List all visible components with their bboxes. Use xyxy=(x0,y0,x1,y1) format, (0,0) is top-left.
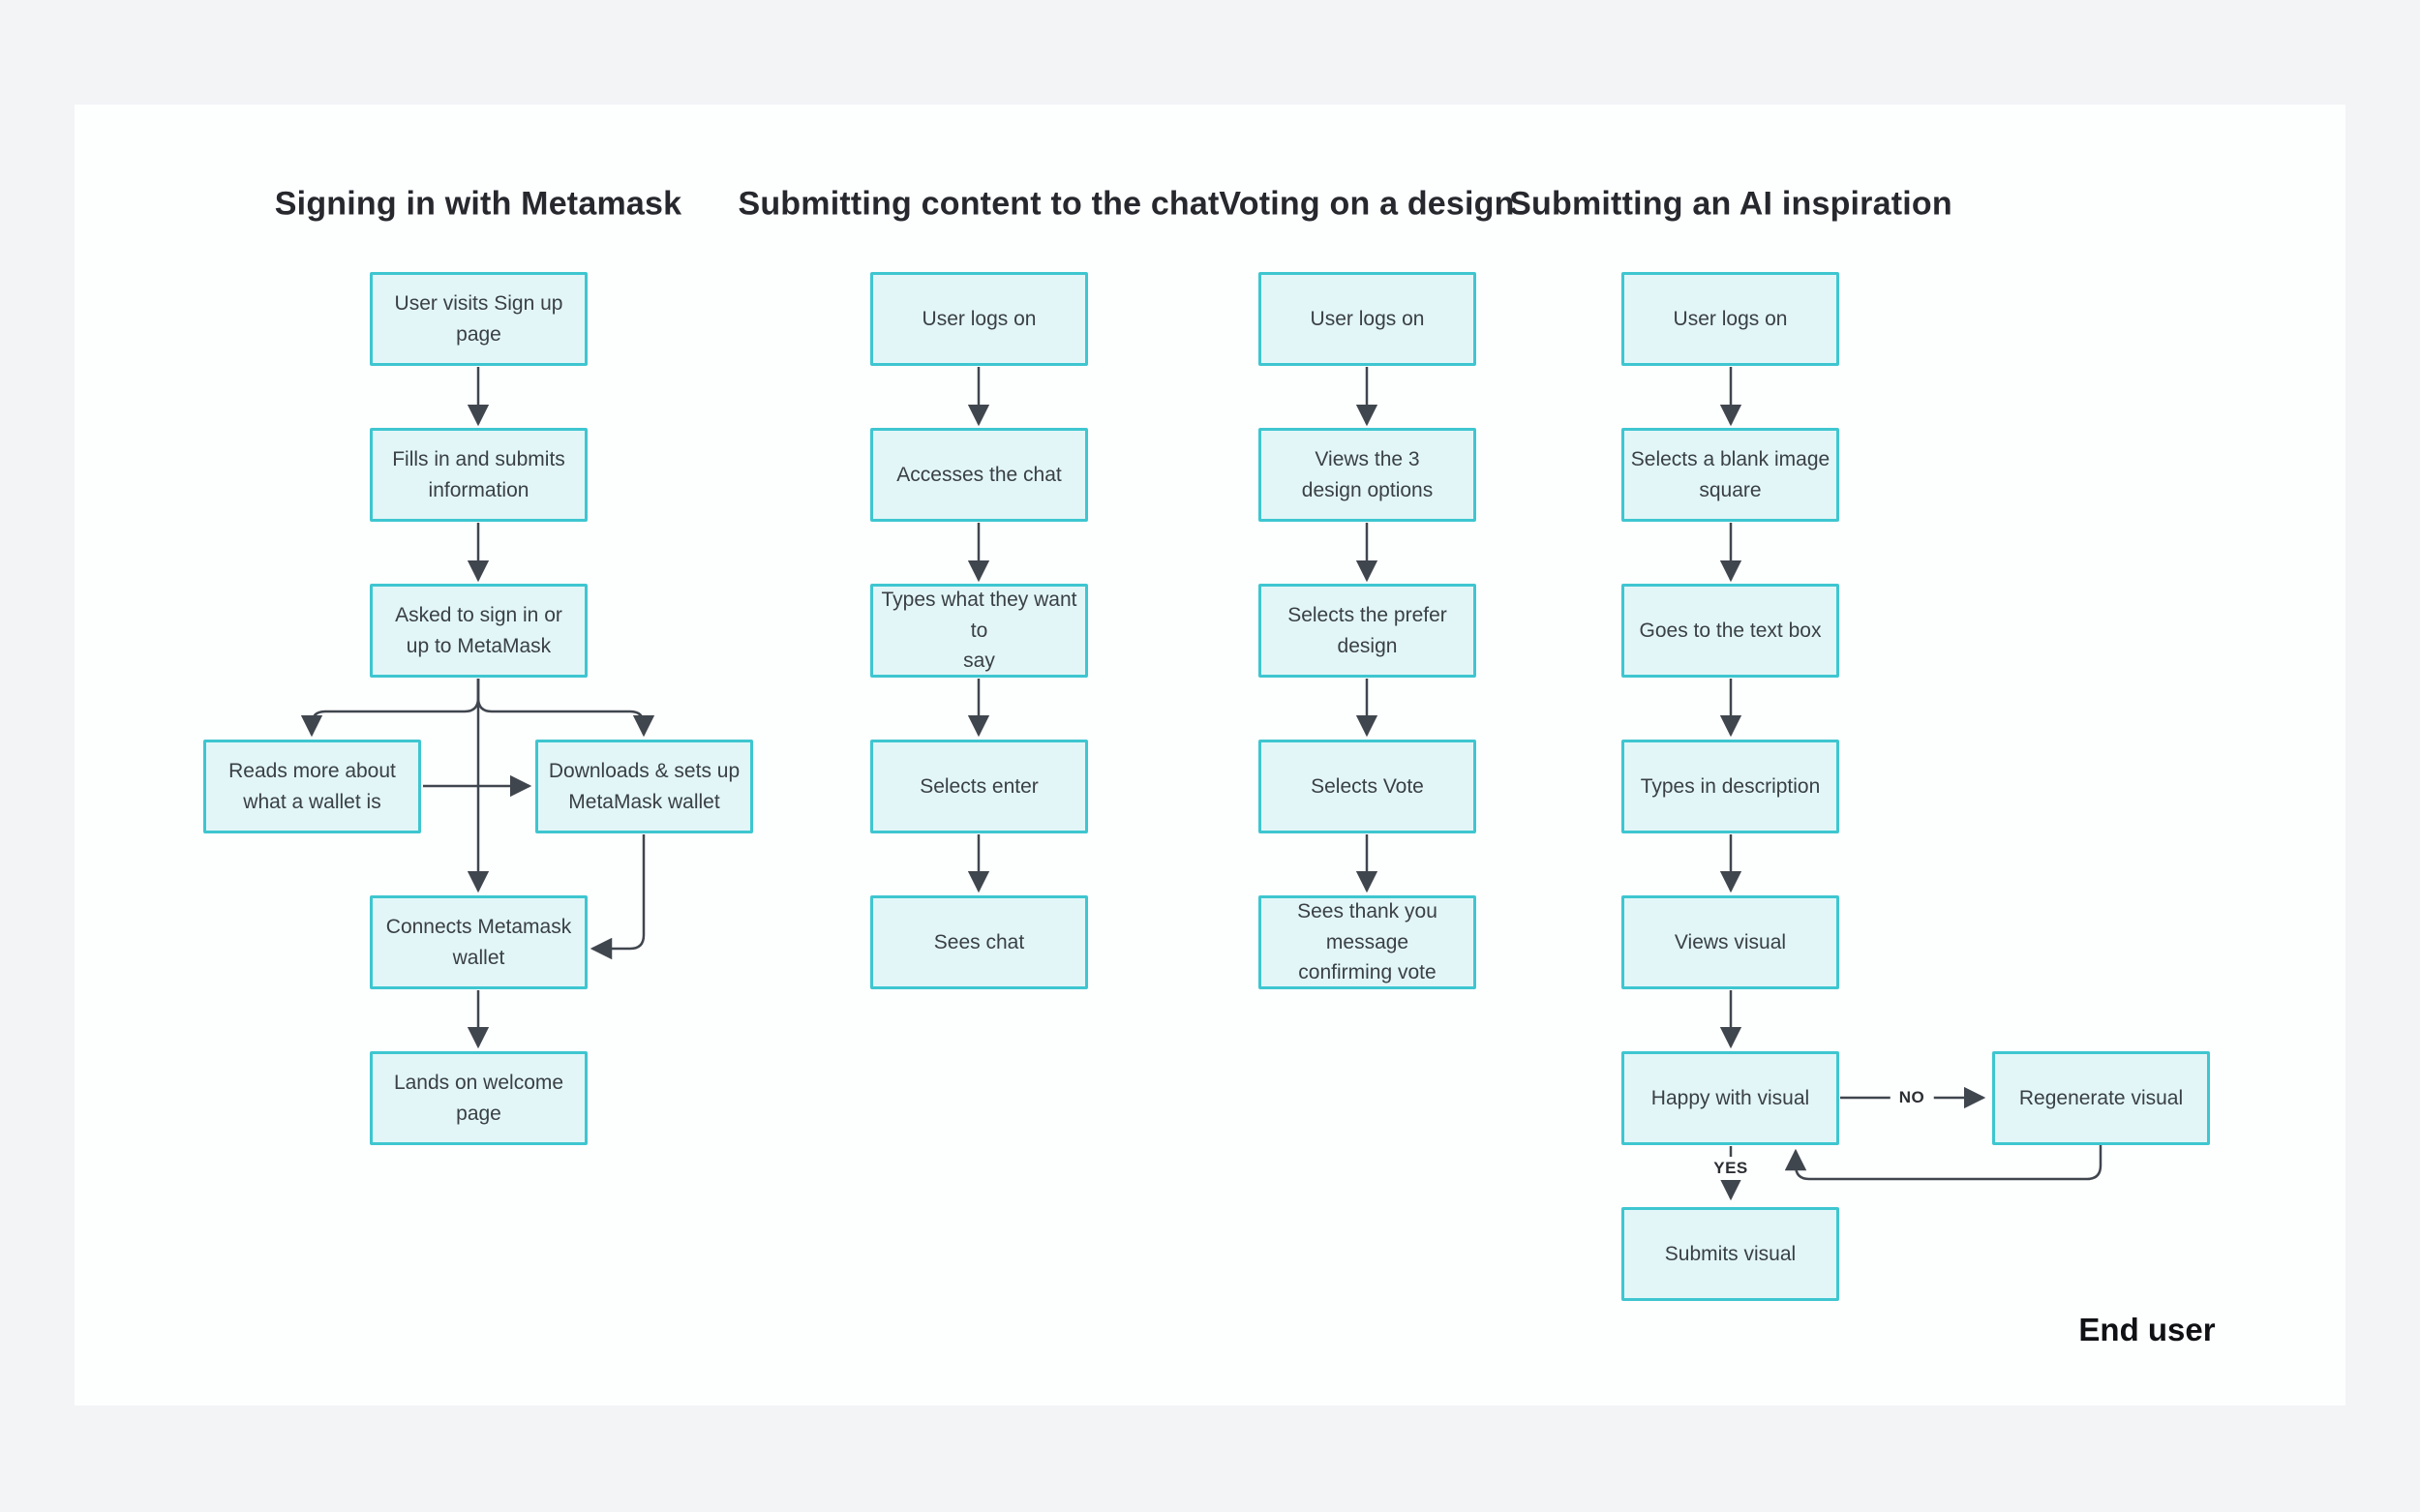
node-label: User logs on xyxy=(1673,307,1788,330)
node-label: Selects the prefer design xyxy=(1287,604,1447,657)
node-label: Reads more about what a wallet is xyxy=(228,760,396,813)
node-label: Connects Metamask wallet xyxy=(385,916,572,969)
node-label: Types what they want to say xyxy=(881,589,1077,673)
node-selects-vote[interactable]: Selects Vote xyxy=(1258,740,1476,833)
node-sees-thank-you-message[interactable]: Sees thank you message confirming vote xyxy=(1258,895,1476,989)
node-downloads-sets-up-metamask-wallet[interactable]: Downloads & sets up MetaMask wallet xyxy=(535,740,753,833)
node-label: Sees chat xyxy=(933,930,1025,953)
label-no: NO xyxy=(1890,1086,1934,1109)
node-label: Fills in and submits information xyxy=(392,448,565,501)
node-label: Downloads & sets up MetaMask wallet xyxy=(548,760,741,813)
node-label: Selects a blank image square xyxy=(1630,448,1830,501)
node-label: Asked to sign in or up to MetaMask xyxy=(395,604,562,657)
node-label: Goes to the text box xyxy=(1639,619,1822,642)
node-vote-user-logs-on[interactable]: User logs on xyxy=(1258,272,1476,366)
node-label: Selects Vote xyxy=(1311,774,1424,798)
node-label: Views visual xyxy=(1674,930,1787,953)
node-label: User visits Sign up page xyxy=(394,292,563,346)
node-label: Sees thank you message confirming vote xyxy=(1297,900,1437,984)
node-types-in-description[interactable]: Types in description xyxy=(1621,740,1839,833)
node-fills-in-and-submits-information[interactable]: Fills in and submits information xyxy=(370,428,588,522)
node-label: Regenerate visual xyxy=(2018,1086,2184,1109)
node-submits-visual[interactable]: Submits visual xyxy=(1621,1207,1839,1301)
node-regenerate-visual[interactable]: Regenerate visual xyxy=(1992,1051,2210,1145)
node-chat-user-logs-on[interactable]: User logs on xyxy=(870,272,1088,366)
node-label: Happy with visual xyxy=(1650,1086,1810,1109)
node-label: User logs on xyxy=(922,307,1037,330)
end-user-label: End user xyxy=(2078,1312,2216,1347)
node-label: User logs on xyxy=(1310,307,1425,330)
node-selects-a-blank-image-square[interactable]: Selects a blank image square xyxy=(1621,428,1839,522)
node-asked-to-sign-in-to-metamask[interactable]: Asked to sign in or up to MetaMask xyxy=(370,584,588,678)
node-happy-with-visual[interactable]: Happy with visual xyxy=(1621,1051,1839,1145)
node-label: Selects enter xyxy=(920,774,1039,798)
node-ai-user-logs-on[interactable]: User logs on xyxy=(1621,272,1839,366)
flow-title-voting-on-a-design: Voting on a design xyxy=(1219,185,1515,223)
node-views-the-3-design-options[interactable]: Views the 3 design options xyxy=(1258,428,1476,522)
node-connects-metamask-wallet[interactable]: Connects Metamask wallet xyxy=(370,895,588,989)
flow-title-submitting-content-to-chat: Submitting content to the chat xyxy=(738,185,1220,223)
node-accesses-the-chat[interactable]: Accesses the chat xyxy=(870,428,1088,522)
node-label: Lands on welcome page xyxy=(393,1072,564,1125)
label-yes: YES xyxy=(1705,1157,1757,1180)
node-reads-more-about-wallet[interactable]: Reads more about what a wallet is xyxy=(203,740,421,833)
node-types-what-they-want-to-say[interactable]: Types what they want to say xyxy=(870,584,1088,678)
node-label: Types in description xyxy=(1640,774,1821,798)
node-views-visual[interactable]: Views visual xyxy=(1621,895,1839,989)
node-selects-the-prefer-design[interactable]: Selects the prefer design xyxy=(1258,584,1476,678)
node-lands-on-welcome-page[interactable]: Lands on welcome page xyxy=(370,1051,588,1145)
node-selects-enter[interactable]: Selects enter xyxy=(870,740,1088,833)
node-sees-chat[interactable]: Sees chat xyxy=(870,895,1088,989)
flow-title-submitting-ai-inspiration: Submitting an AI inspiration xyxy=(1509,185,1952,223)
node-label: Submits visual xyxy=(1664,1242,1797,1265)
node-label: Accesses the chat xyxy=(896,463,1062,486)
flow-title-signing-in-with-metamask: Signing in with Metamask xyxy=(274,185,682,223)
node-user-visits-sign-up-page[interactable]: User visits Sign up page xyxy=(370,272,588,366)
node-label: Views the 3 design options xyxy=(1301,448,1434,501)
node-goes-to-the-text-box[interactable]: Goes to the text box xyxy=(1621,584,1839,678)
